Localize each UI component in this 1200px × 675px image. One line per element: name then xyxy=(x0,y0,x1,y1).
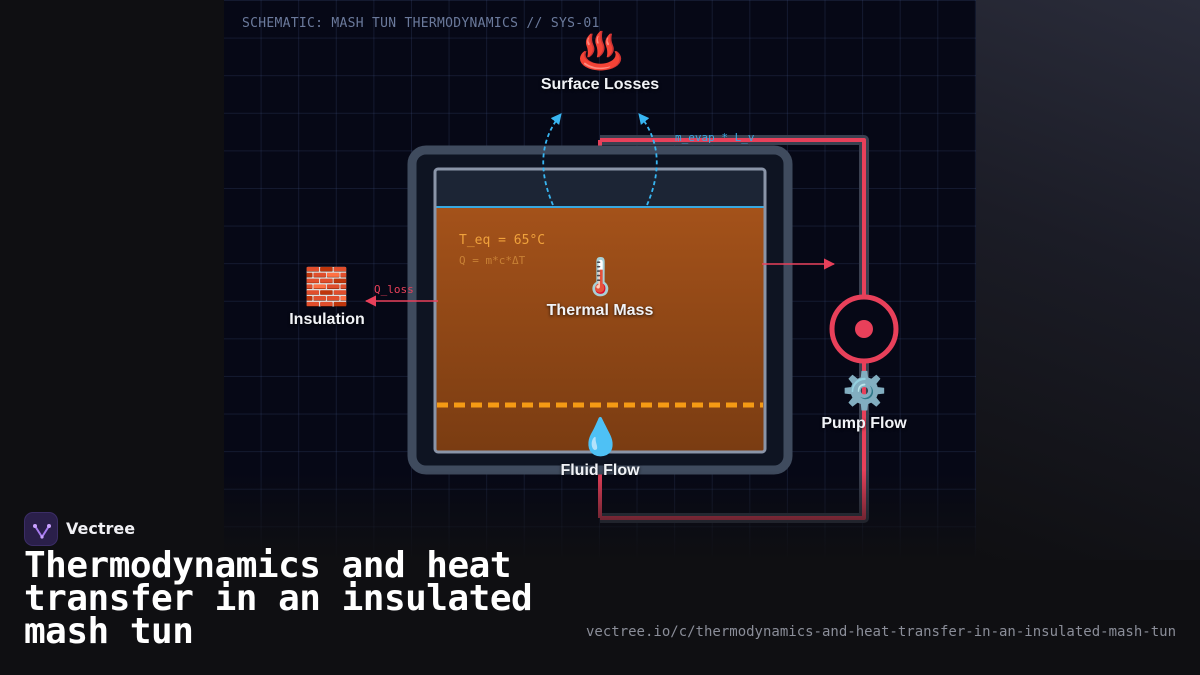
thermal-mass-label: Thermal Mass xyxy=(546,302,654,319)
evaporation-formula: m_evap * L_v xyxy=(675,131,755,144)
surface-losses-label: Surface Losses xyxy=(540,76,660,93)
mash-liquid xyxy=(435,207,765,452)
pump xyxy=(829,294,899,364)
vectree-logo-mark xyxy=(33,524,51,539)
brick-icon: 🧱 xyxy=(304,267,349,308)
background-gradient xyxy=(976,0,1200,560)
vessel-inner-wall xyxy=(433,167,767,454)
vessel-headspace xyxy=(435,169,765,207)
hot-springs-icon: ♨️ xyxy=(578,31,623,72)
evaporation-arrow-left xyxy=(542,113,562,206)
evaporation-arrow-right xyxy=(638,113,658,206)
page-url[interactable]: vectree.io/c/thermodynamics-and-heat-tra… xyxy=(585,624,1176,640)
schematic-header: SCHEMATIC: MASH TUN THERMODYNAMICS // SY… xyxy=(242,16,600,31)
equilibrium-temp-label: T_eq = 65°C xyxy=(459,233,546,248)
vectree-logo xyxy=(24,512,58,546)
droplet-icon: 💧 xyxy=(578,417,623,458)
thermometer-icon: 🌡️ xyxy=(578,257,623,298)
gear-icon: ⚙️ xyxy=(842,371,887,412)
heat-equation-label: Q = m*c*ΔT xyxy=(459,254,526,267)
heat-loss-label: Q_loss xyxy=(374,283,414,296)
panel-fade xyxy=(224,470,976,560)
pump-flow-label: Pump Flow xyxy=(821,415,907,432)
fluid-flow-label: Fluid Flow xyxy=(560,462,640,479)
page-title: Thermodynamics and heat transfer in an i… xyxy=(24,545,533,652)
insulation-label: Insulation xyxy=(289,311,365,328)
brand-name: Vectree xyxy=(66,519,136,538)
